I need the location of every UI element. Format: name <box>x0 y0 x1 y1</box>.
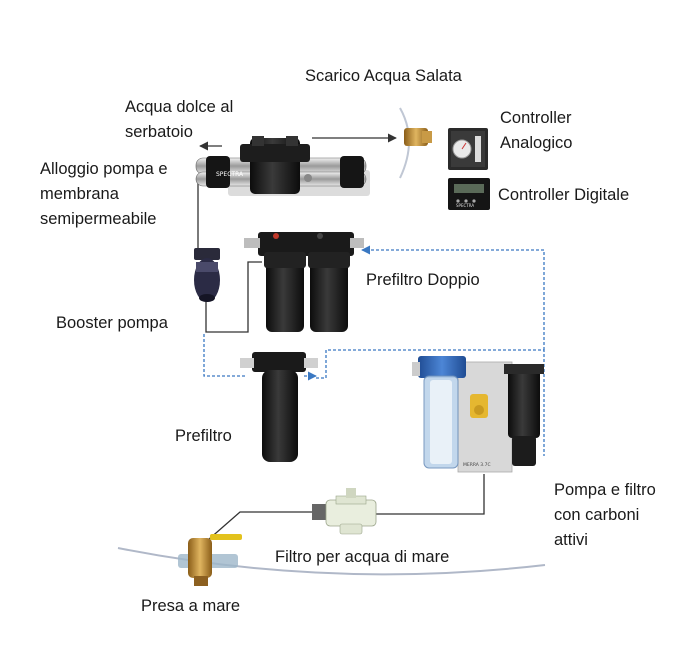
line-pump-to-dual <box>361 245 545 350</box>
label-fresh-water-line1: Acqua dolce al <box>125 98 234 116</box>
solid-lines <box>197 133 485 541</box>
prefilter-housing <box>240 352 318 462</box>
brine-discharge-fitting <box>399 107 432 179</box>
dual-prefilter <box>244 232 364 332</box>
label-digital-controller: Controller Digitale <box>498 186 630 204</box>
sea-valve <box>178 534 242 586</box>
analog-controller <box>448 128 488 170</box>
line-membrane-to-booster <box>197 179 232 252</box>
pump-filter-panel: MERRA 3.7C <box>412 356 544 473</box>
line-prefilter-return <box>203 334 246 377</box>
label-analog-controller-line1: Controller <box>500 109 572 127</box>
label-sea-intake: Presa a mare <box>141 597 241 615</box>
line-booster-to-prefilter <box>205 261 262 333</box>
label-pump-membrane-line1: Alloggio pompa e <box>40 160 168 178</box>
label-pump-carbon-line3: attivi <box>554 531 588 549</box>
line-filter-to-pump <box>376 474 485 515</box>
line-intake-to-filter <box>207 511 312 541</box>
seawater-strainer <box>312 488 377 535</box>
hull-line <box>117 547 546 576</box>
label-brine-discharge: Scarico Acqua Salata <box>305 67 462 85</box>
label-pump-membrane-line2: membrana <box>40 185 119 203</box>
label-prefilter: Prefiltro <box>175 427 232 445</box>
digital-brand-text: SPECTRA <box>456 203 474 208</box>
label-booster-pump: Booster pompa <box>56 314 168 332</box>
label-pump-membrane-line3: semipermeabile <box>40 210 157 228</box>
dashed-lines <box>203 245 545 456</box>
label-analog-controller-line2: Analogico <box>500 134 573 152</box>
line-prefilter-to-pump <box>316 349 545 456</box>
label-seawater-filter: Filtro per acqua di mare <box>275 548 450 566</box>
digital-controller: SPECTRA <box>448 178 490 210</box>
label-dual-prefilter: Prefiltro Doppio <box>366 271 480 289</box>
booster-pump <box>194 248 220 302</box>
label-pump-carbon-line1: Pompa e filtro <box>554 481 656 499</box>
membrane-housing: SPECTRA <box>195 136 370 196</box>
membrane-brand-text: SPECTRA <box>216 171 244 178</box>
panel-text: MERRA 3.7C <box>463 462 491 468</box>
label-pump-carbon-line2: con carboni <box>554 506 640 524</box>
label-fresh-water-line2: serbatoio <box>125 123 193 141</box>
